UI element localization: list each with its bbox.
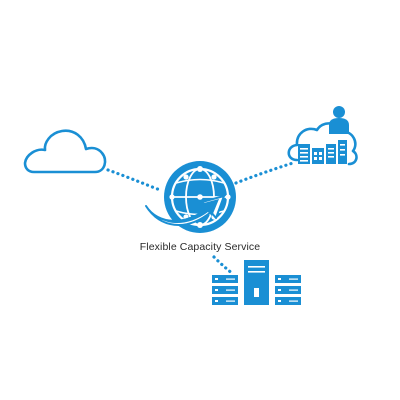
connector-hub-to-hybrid-cloud [234, 160, 298, 185]
connector-cloud-to-hub [106, 168, 162, 192]
connector-hub-to-servers [212, 255, 235, 276]
server-rack-icon [212, 260, 301, 305]
cloud-icon [23, 129, 107, 174]
cloud-datacenter-user-icon [287, 106, 358, 166]
globe-network-arrow-icon [145, 161, 236, 233]
central-label: Flexible Capacity Service [139, 241, 261, 253]
